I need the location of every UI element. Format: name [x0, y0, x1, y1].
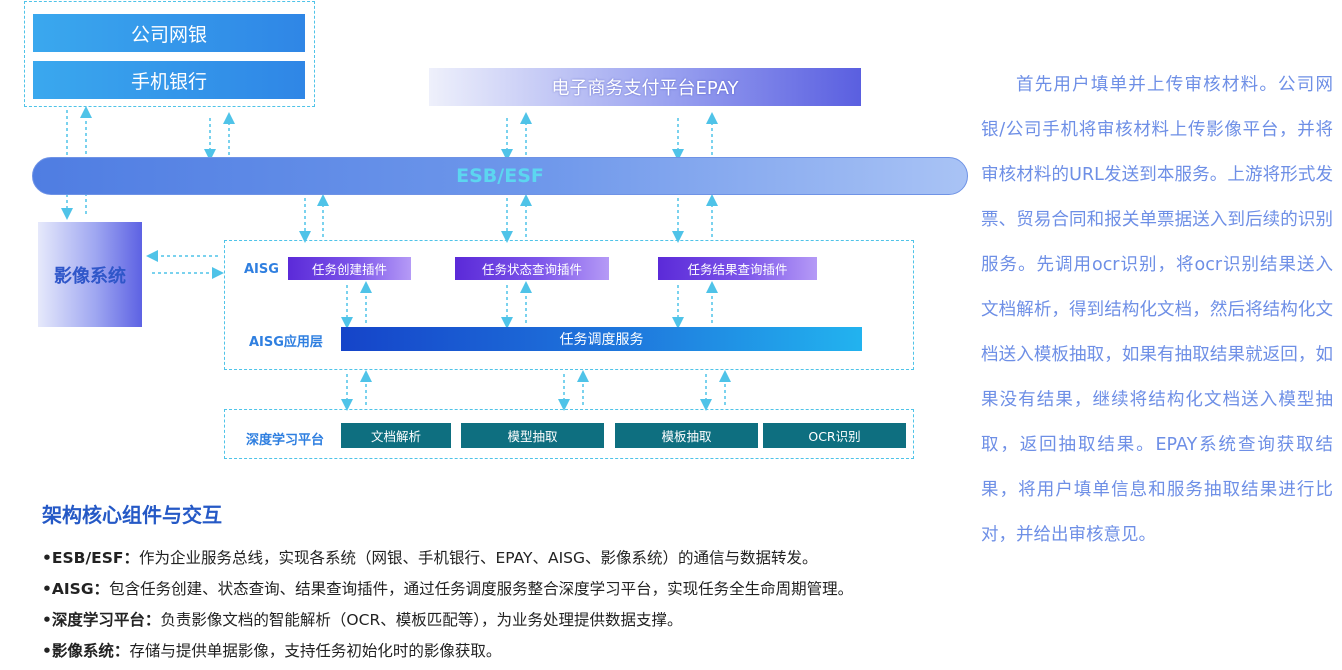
task-scheduler-service: 任务调度服务 — [341, 327, 862, 351]
bullet-term: •ESB/ESF： — [42, 549, 139, 567]
corp-bank-box: 公司网银 — [33, 14, 305, 52]
bullet-text: 作为企业服务总线，实现各系统（网银、手机银行、EPAY、AISG、影像系统）的通… — [138, 549, 818, 567]
aisg-label: AISG — [244, 262, 279, 277]
bullet-term: •AISG： — [42, 580, 110, 598]
clients-group — [24, 1, 315, 107]
aisg-app-layer-label: AISG应用层 — [249, 335, 323, 350]
bullet-text: 负责影像文档的智能解析（OCR、模板匹配等），为业务处理提供数据支撑。 — [160, 611, 683, 629]
template-extract-module: 模板抽取 — [615, 423, 758, 448]
mobile-bank-box: 手机银行 — [33, 61, 305, 99]
process-description: 首先用户填单并上传审核材料。公司网银/公司手机将审核材料上传影像平台，并将审核材… — [981, 75, 1333, 545]
image-system-box: 影像系统 — [38, 222, 142, 327]
bullet-term: •影像系统： — [42, 642, 130, 660]
model-extract-module: 模型抽取 — [461, 423, 604, 448]
bullet-term: •深度学习平台： — [42, 611, 161, 629]
aisg-group — [224, 240, 914, 370]
bullet-aisg: •AISG：包含任务创建、状态查询、结果查询插件，通过任务调度服务整合深度学习平… — [42, 577, 853, 599]
dl-platform-group — [224, 409, 914, 459]
bullet-image-system: •影像系统：存储与提供单据影像，支持任务初始化时的影像获取。 — [42, 639, 501, 661]
section-heading: 架构核心组件与交互 — [42, 503, 222, 527]
esb-bus: ESB/ESF — [32, 157, 968, 195]
dl-platform-label: 深度学习平台 — [246, 433, 325, 448]
bullet-dl-platform: •深度学习平台：负责影像文档的智能解析（OCR、模板匹配等），为业务处理提供数据… — [42, 608, 682, 630]
ocr-module: OCR识别 — [763, 423, 906, 448]
doc-parse-module: 文档解析 — [341, 423, 451, 448]
bullet-esb: •ESB/ESF：作为企业服务总线，实现各系统（网银、手机银行、EPAY、AIS… — [42, 546, 818, 568]
task-status-plugin: 任务状态查询插件 — [455, 257, 609, 280]
bullet-text: 存储与提供单据影像，支持任务初始化时的影像获取。 — [129, 642, 502, 660]
epay-box: 电子商务支付平台EPAY — [429, 68, 861, 106]
task-result-plugin: 任务结果查询插件 — [658, 257, 817, 280]
task-create-plugin: 任务创建插件 — [288, 257, 411, 280]
bullet-text: 包含任务创建、状态查询、结果查询插件，通过任务调度服务整合深度学习平台，实现任务… — [109, 580, 854, 598]
